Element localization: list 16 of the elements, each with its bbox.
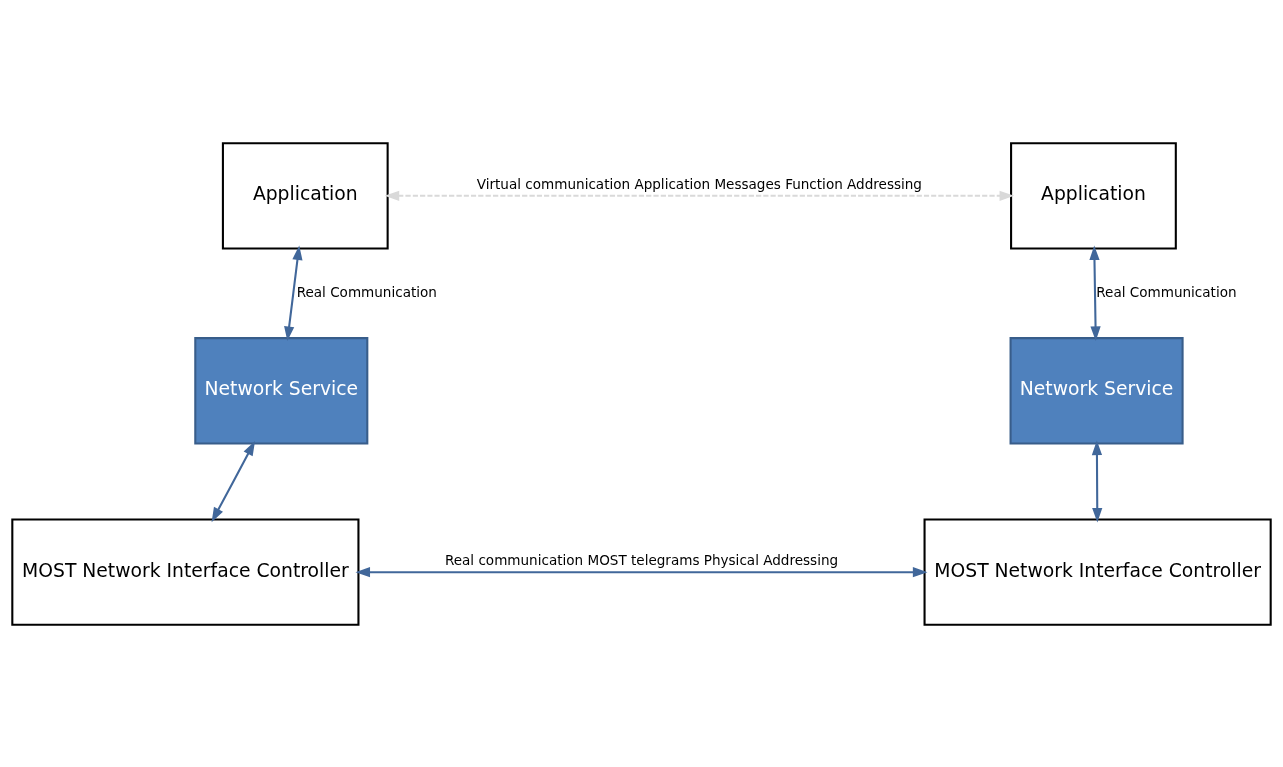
arrow: [1091, 440, 1103, 523]
node-box: Network Service: [1009, 336, 1184, 444]
arrow: [1089, 244, 1101, 341]
node-box: Application: [1010, 141, 1177, 249]
edge-label: Real Communication: [1096, 283, 1237, 300]
node-box: MOST Network Interface Controller: [923, 518, 1272, 626]
edge-label: Real Communication: [296, 283, 437, 300]
node-box: Application: [221, 141, 389, 249]
arrow: [384, 190, 1015, 201]
node-box: Network Service: [194, 336, 369, 444]
arrow: [211, 440, 256, 522]
arrow: [355, 566, 928, 577]
node-box: MOST Network Interface Controller: [11, 518, 360, 626]
edge-label: Real communication MOST telegrams Physical Addressing: [444, 551, 839, 568]
edge-label: Virtual communication Application Messages Function Addressing: [476, 175, 922, 192]
arrow: [284, 244, 303, 341]
